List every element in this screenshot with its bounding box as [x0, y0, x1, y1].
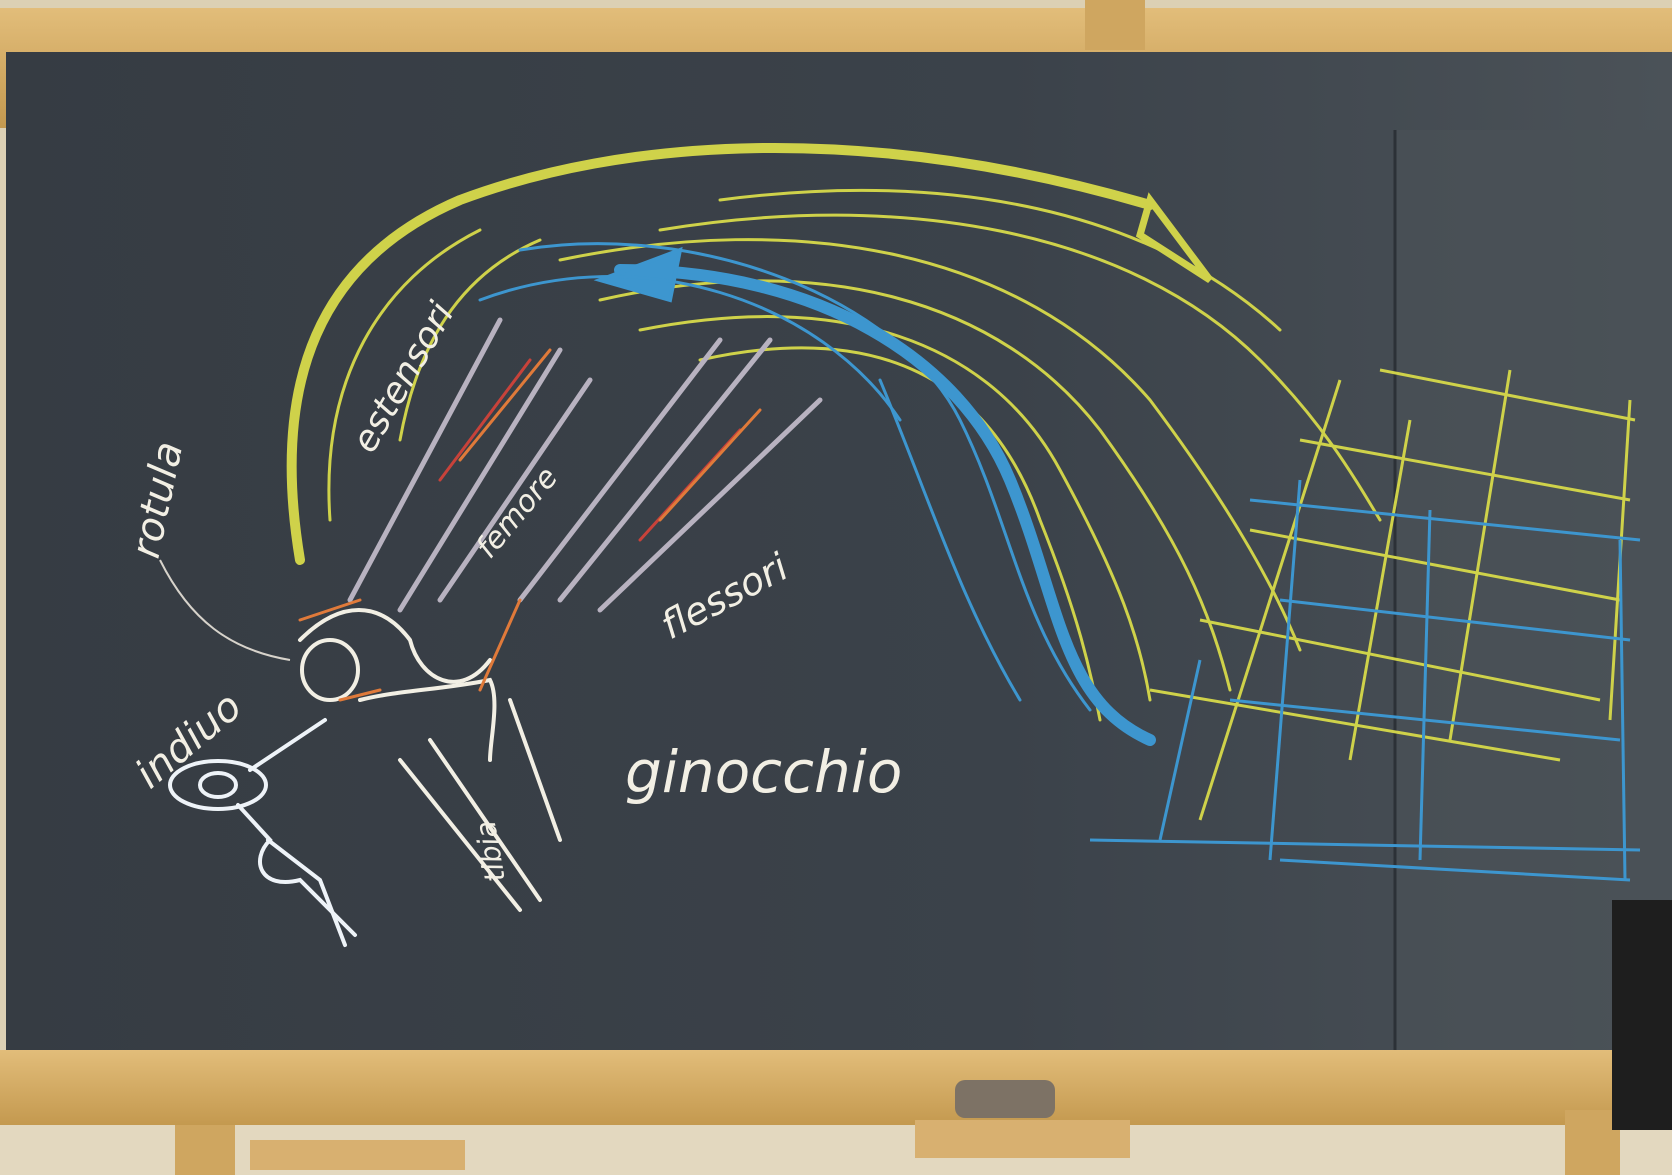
frame-post-left	[175, 1125, 235, 1175]
frame-post-right	[1565, 1110, 1620, 1175]
label-ginocchio: ginocchio	[625, 738, 902, 806]
chalk-tray-right	[915, 1120, 1130, 1158]
speaker-box	[1612, 900, 1672, 1130]
frame-post-top	[1085, 0, 1145, 50]
chalk-tray-left	[250, 1140, 465, 1170]
eraser	[955, 1080, 1055, 1118]
frame-bottom	[0, 1050, 1672, 1125]
